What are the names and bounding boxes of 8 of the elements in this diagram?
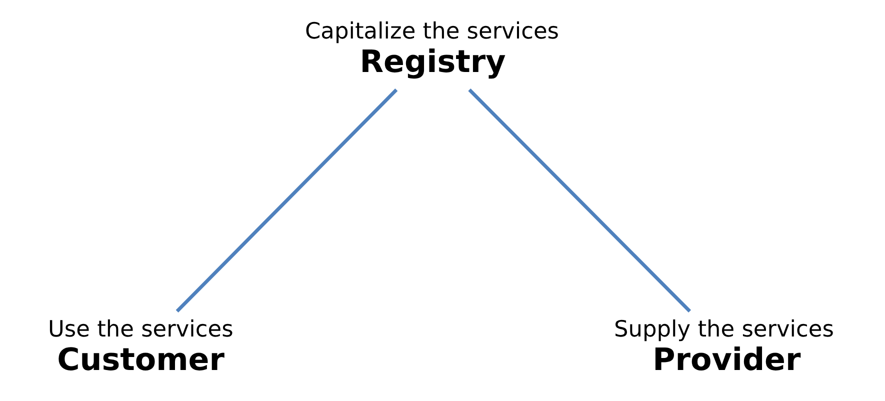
connector	[468, 88, 691, 312]
connector	[175, 88, 398, 312]
node-text: Customer	[56, 342, 224, 378]
node-label: Use the services	[47, 316, 233, 342]
node-label: Supply the services	[614, 316, 834, 342]
node-label: Capitalize the services	[304, 18, 558, 45]
node-text: Registry	[359, 44, 506, 80]
node-text: Provider	[652, 342, 800, 378]
